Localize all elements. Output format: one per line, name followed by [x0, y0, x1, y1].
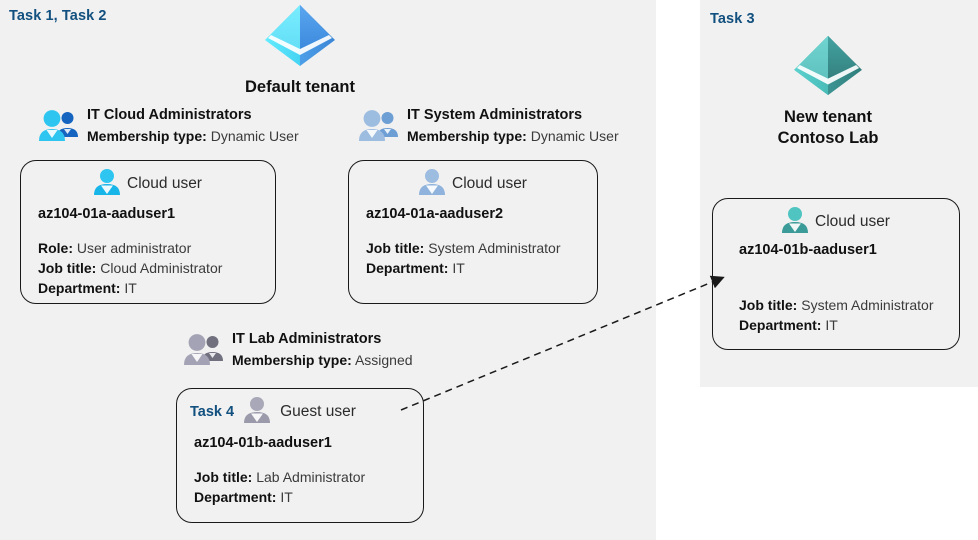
card-prop-value: System Administrator [428, 240, 561, 256]
task-label-4: Task 4 [190, 404, 235, 420]
group-name: IT System Administrators [407, 107, 583, 123]
card-prop-value: IT [124, 279, 137, 296]
card-prop-value: IT [452, 259, 465, 276]
membership-type-value: Assigned [354, 352, 413, 369]
default-tenant-title: Default tenant [244, 78, 355, 96]
card-properties: Job title: System Administrator Departme… [349, 239, 597, 279]
card-upn: az104-01a-aaduser2 [366, 206, 504, 222]
azure-ad-tenant-icon [794, 35, 862, 96]
user-card-aaduser1-guest[interactable]: Task 4 Guest user az104-01b-aaduser1 Job… [176, 388, 424, 523]
azure-ad-tenant-icon [265, 5, 335, 66]
card-user-type: Cloud user [127, 175, 202, 192]
membership-type-label: Membership type: [87, 128, 207, 145]
card-prop-job-title: Job title: Lab Administrator [194, 468, 423, 488]
group-users-icon [358, 107, 400, 150]
group-it-lab-administrators: IT Lab Administrators Membership type: A… [183, 329, 413, 374]
card-prop-value: Lab Administrator [256, 469, 366, 485]
card-prop-label: Department: [38, 279, 121, 296]
membership-type-value: Dynamic User [210, 128, 299, 145]
card-header: Cloud user [21, 161, 275, 200]
card-prop-label: Role: [38, 240, 73, 256]
group-name: IT Lab Administrators [232, 331, 382, 347]
card-prop-label: Department: [739, 316, 822, 333]
card-upn: az104-01b-aaduser1 [739, 242, 877, 258]
card-upn: az104-01b-aaduser1 [194, 435, 332, 451]
membership-type-value: Dynamic User [530, 128, 619, 145]
card-prop-department: Department: IT [38, 279, 275, 299]
group-membership: Membership type: Dynamic User [87, 126, 299, 147]
card-header: Task 4 Guest user [177, 389, 423, 428]
group-membership: Membership type: Dynamic User [407, 126, 619, 147]
task-label-1-2: Task 1, Task 2 [9, 8, 107, 24]
card-prop-label: Job title: [38, 259, 97, 276]
card-header: Cloud user [713, 199, 959, 238]
card-prop-label: Department: [194, 488, 277, 505]
group-users-icon [38, 107, 80, 150]
new-tenant-block: New tenant Contoso Lab [740, 33, 916, 149]
group-name: IT Cloud Administrators [87, 107, 252, 123]
default-tenant-block: Default tenant [205, 2, 395, 98]
user-card-aaduser2-cloud[interactable]: Cloud user az104-01a-aaduser2 Job title:… [348, 160, 598, 304]
card-prop-role: Role: User administrator [38, 239, 275, 259]
card-prop-value: System Administrator [801, 297, 934, 313]
card-prop-job-title: Job title: System Administrator [366, 239, 597, 259]
card-prop-label: Department: [366, 259, 449, 276]
card-properties: Role: User administrator Job title: Clou… [21, 239, 275, 299]
card-prop-job-title: Job title: Cloud Administrator [38, 259, 275, 279]
guest-user-icon [244, 396, 271, 428]
card-user-type: Cloud user [815, 213, 890, 230]
group-membership: Membership type: Assigned [232, 350, 413, 371]
card-prop-value: IT [825, 316, 838, 333]
user-card-aaduser1-newtenant[interactable]: Cloud user az104-01b-aaduser1 Job title:… [712, 198, 960, 350]
card-prop-value: IT [280, 488, 293, 505]
group-it-system-administrators: IT System Administrators Membership type… [358, 105, 619, 150]
card-prop-department: Department: IT [739, 316, 959, 336]
cloud-user-icon [419, 168, 446, 200]
card-user-type: Cloud user [452, 175, 527, 192]
card-upn: az104-01a-aaduser1 [38, 206, 176, 222]
card-header: Cloud user [349, 161, 597, 200]
card-prop-department: Department: IT [366, 259, 597, 279]
card-prop-department: Department: IT [194, 488, 423, 508]
card-properties: Job title: System Administrator Departme… [713, 296, 959, 336]
new-tenant-title-line1: New tenant [783, 108, 872, 126]
card-prop-label: Job title: [739, 297, 798, 313]
group-it-cloud-administrators: IT Cloud Administrators Membership type:… [38, 105, 299, 150]
card-prop-label: Job title: [194, 469, 253, 485]
cloud-user-icon [94, 168, 121, 200]
membership-type-label: Membership type: [232, 352, 352, 369]
task-label-3: Task 3 [710, 11, 755, 27]
user-card-aaduser1-cloud[interactable]: Cloud user az104-01a-aaduser1 Role: User… [20, 160, 276, 304]
card-prop-value: Cloud Administrator [100, 259, 223, 276]
card-prop-job-title: Job title: System Administrator [739, 296, 959, 316]
card-properties: Job title: Lab Administrator Department:… [177, 468, 423, 508]
card-prop-label: Job title: [366, 240, 425, 256]
new-tenant-title-line2: Contoso Lab [777, 129, 879, 148]
group-users-icon [183, 331, 225, 374]
cloud-user-icon [782, 206, 809, 238]
membership-type-label: Membership type: [407, 128, 527, 145]
card-prop-value: User administrator [76, 240, 192, 256]
card-user-type: Guest user [280, 403, 356, 420]
